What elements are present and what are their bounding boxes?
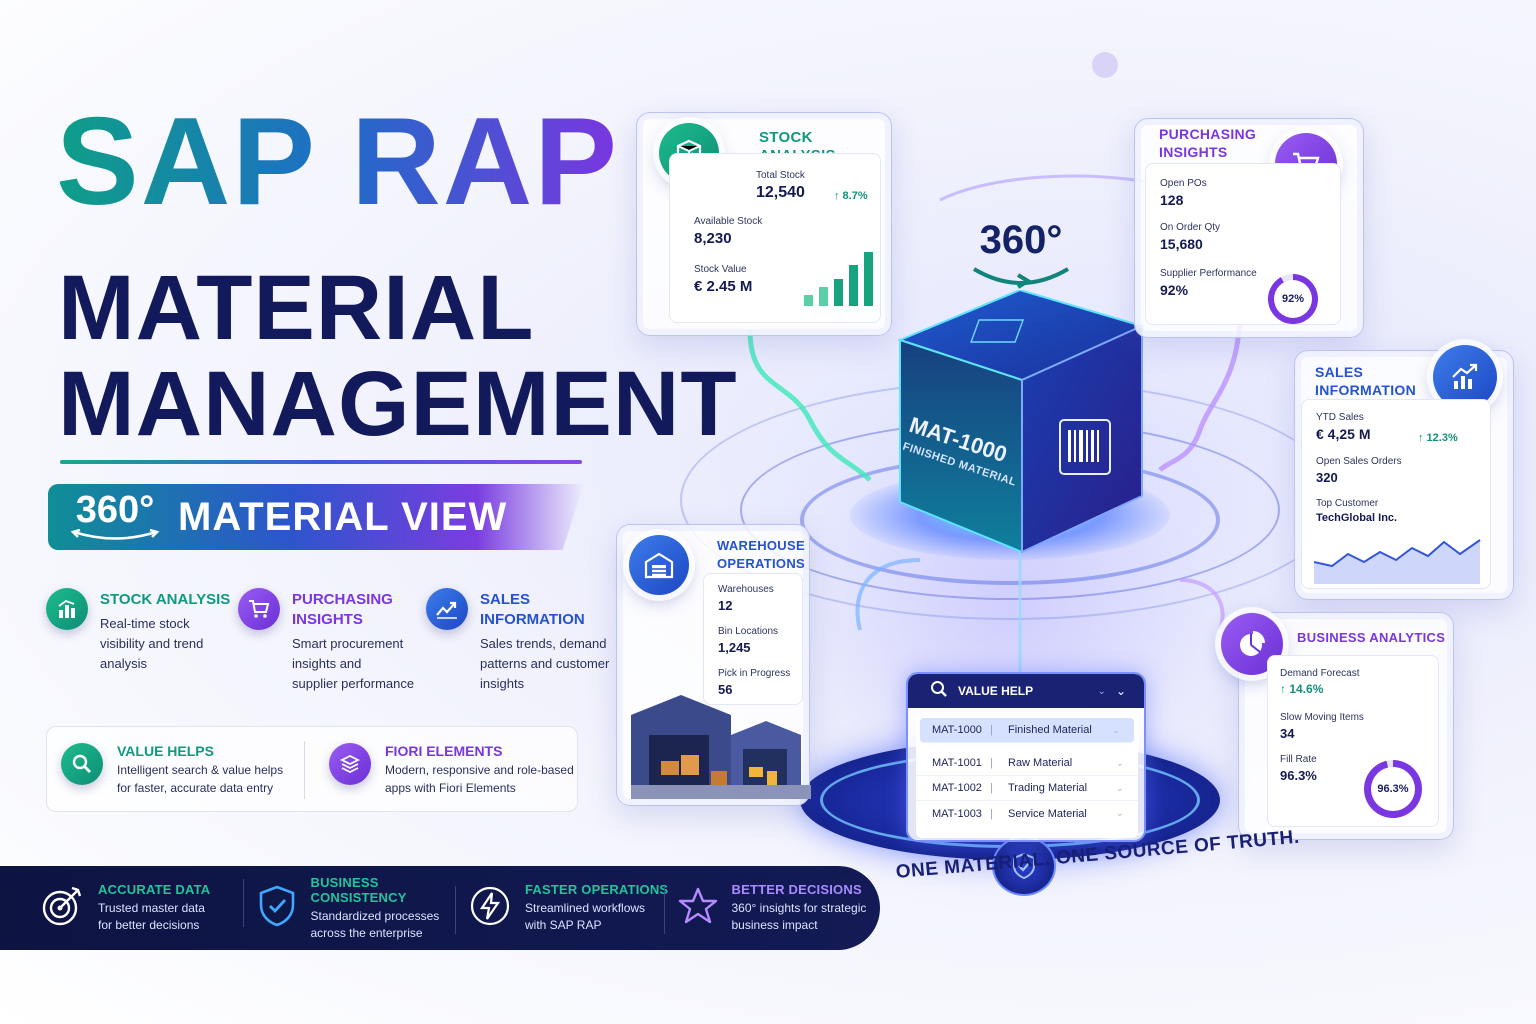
divider [304,741,305,799]
list-item-selected[interactable]: MAT-1000 | Finished Material ⌄ [920,718,1134,743]
benefit-business-consistency: BUSINESS CONSISTENCY Standardized proces… [242,874,460,942]
benefit-title: FASTER OPERATIONS [525,882,669,897]
value-help-title: VALUE HELP [958,684,1034,698]
chevron-down-icon: ⌄ [1116,757,1124,768]
material-cube[interactable]: MAT-1000 FINISHED MATERIAL [880,288,1180,570]
material-view-banner: 360° MATERIAL VIEW [48,484,584,550]
fill-rate-donut: 96.3% [1364,760,1422,818]
value-helps-feature: VALUE HELPS Intelligent search & value h… [61,743,283,797]
stock-analysis-card[interactable]: STOCK ANALYSIS Total Stock 12,540 ↑ 8.7%… [636,112,892,336]
title-line-1: SAP RAP [56,93,619,231]
value-help-list: MAT-1000 | Finished Material ⌄ MAT-1001 … [916,712,1138,838]
connector-lines [747,174,1243,680]
card-title: BUSINESS ANALYTICS [1297,630,1446,645]
search-icon [930,680,948,703]
card-body: Warehouses 12 Bin Locations 1,245 Pick i… [703,573,803,705]
rotate-360-label: 360° [966,218,1076,294]
bar-chart-icon [46,588,88,630]
target-icon [40,884,84,933]
decorative-dot [1092,52,1118,78]
list-item[interactable]: MAT-1002 | Trading Material ⌄ [916,776,1138,801]
stock-bar [834,279,843,306]
chevron-down-icon[interactable]: ⌄ [1115,684,1126,698]
benefit-title: BETTER DECISIONS [731,882,862,897]
card-body: YTD Sales € 4,25 M ↑ 12.3% Open Sales Or… [1301,399,1491,589]
benefit-title: BUSINESS CONSISTENCY [310,874,407,905]
chevron-down-icon[interactable]: ⌄ [1097,685,1106,697]
stock-bar-chart [804,252,873,306]
warehouse-icon [629,535,689,595]
sales-trend-chart [1314,539,1481,584]
chart-up-icon [1433,345,1497,409]
card-body: Total Stock 12,540 ↑ 8.7% Available Stoc… [669,153,881,323]
feature-title: FIORI ELEMENTS [385,743,503,759]
bolt-icon [469,885,511,932]
title-line-2: MATERIAL [58,257,535,359]
chevron-down-icon: ⌄ [1116,808,1124,818]
banner-text: MATERIAL VIEW [178,494,508,539]
title-divider [60,460,582,464]
card-body: Demand Forecast ↑ 14.6% Slow Moving Item… [1267,655,1439,827]
feature-title: STOCK ANALYSIS [100,591,231,608]
benefit-title: ACCURATE DATA [98,882,211,897]
feature-title: VALUE HELPS [117,743,214,759]
rotate-icon [972,267,1070,289]
title-line-3: MANAGEMENT [58,353,738,455]
stock-bar [804,295,813,306]
shield-check-icon [257,884,297,933]
search-icon [61,743,103,785]
list-item[interactable]: MAT-1001 | Raw Material ⌄ [916,751,1138,776]
supplier-donut: 92% [1268,274,1318,324]
stock-bar [864,252,873,306]
benefit-better-decisions: BETTER DECISIONS 360° insights for strat… [663,882,881,934]
value-help-header[interactable]: VALUE HELP ⌄ ⌄ [908,674,1144,708]
warehouse-illustration [631,695,811,799]
card-body: Open POs 128 On Order Qty 15,680 Supplie… [1145,163,1341,325]
value-help-dialog[interactable]: VALUE HELP ⌄ ⌄ MAT-1000 | Finished Mater… [906,672,1146,842]
chevron-down-icon: ⌄ [1112,724,1120,735]
star-icon [678,886,718,931]
layers-icon [329,743,371,785]
stock-bar [819,287,828,306]
chart-up-icon [426,588,468,630]
stock-bar [849,265,858,306]
chevron-down-icon: ⌄ [1116,782,1124,793]
list-item[interactable]: MAT-1003 | Service Material ⌄ [916,801,1138,826]
fiori-elements-feature: FIORI ELEMENTS Modern, responsive and ro… [329,743,574,797]
business-analytics-card[interactable]: BUSINESS ANALYTICS Demand Forecast ↑ 14.… [1221,612,1454,840]
rotate-icon: 360° [70,491,160,543]
banner-360-label: 360° [75,489,155,531]
cart-icon [238,588,280,630]
feature-box: VALUE HELPS Intelligent search & value h… [46,726,578,812]
